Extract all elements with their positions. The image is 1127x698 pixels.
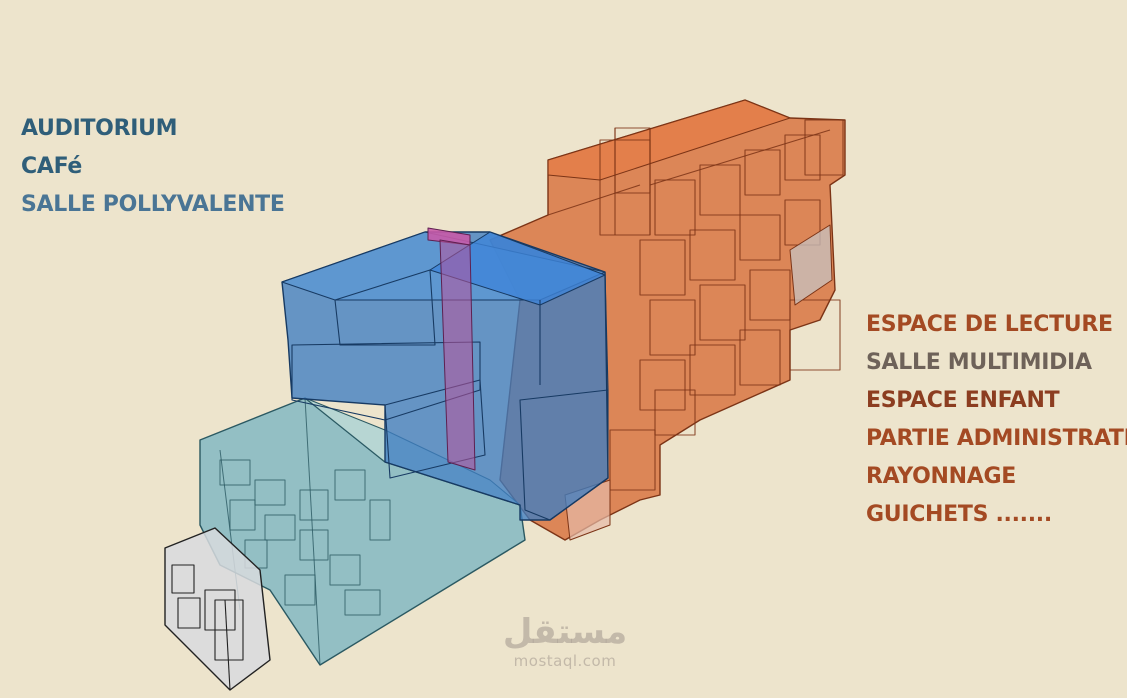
label-espace-enfant: ESPACE ENFANT [866,388,1060,413]
blue-auditorium-volume [281,227,609,521]
label-partie-administration: PARTIE ADMINISTRATION [866,426,1127,451]
label-salle-multimidia: SALLE MULTIMIDIA [866,350,1092,375]
grey-entrance-volume [164,527,271,691]
mostaql-watermark: مستقل mostaql.com [495,612,635,670]
left-program-list: AUDITORIUM CAFé SALLE POLLYVALENTE [21,110,285,224]
label-guichets: GUICHETS ....... [866,502,1052,527]
label-auditorium: AUDITORIUM [21,116,178,141]
right-program-list: ESPACE DE LECTURE SALLE MULTIMIDIA ESPAC… [866,306,1127,534]
watermark-latin: mostaql.com [513,652,617,670]
label-espace-de-lecture: ESPACE DE LECTURE [866,312,1113,337]
label-rayonnage: RAYONNAGE [866,464,1016,489]
label-cafe: CAFé [21,154,83,179]
watermark-arabic: مستقل [502,612,628,652]
label-salle-polyvalente: SALLE POLLYVALENTE [21,192,285,217]
